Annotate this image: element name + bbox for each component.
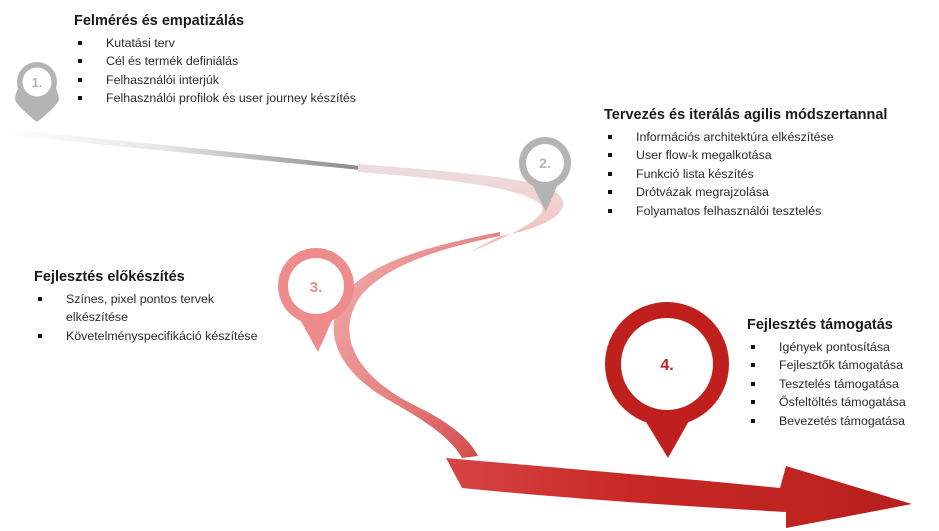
pin-3: 3. bbox=[278, 248, 354, 352]
stage-1-list: Kutatási terv Cél és termék definiálás F… bbox=[74, 34, 374, 108]
stage-2-item: Drótvázak megrajzolása bbox=[604, 183, 934, 201]
stage-2-item: Folyamatos felhasználói tesztelés bbox=[604, 202, 934, 220]
pin-3-number: 3. bbox=[310, 279, 323, 296]
road-segment-4 bbox=[446, 458, 912, 528]
stage-2-item: User flow-k megalkotása bbox=[604, 146, 934, 164]
stage-2-list: Információs architektúra elkészítése Use… bbox=[604, 128, 934, 220]
pin-2-number: 2. bbox=[539, 155, 551, 171]
stage-1-item: Felhasználói interjúk bbox=[74, 71, 374, 89]
stage-4-item: Igények pontosítása bbox=[747, 338, 937, 356]
stage-3-list: Színes, pixel pontos tervek elkészítése … bbox=[34, 290, 274, 345]
stage-3-title: Fejlesztés előkészítés bbox=[34, 269, 185, 285]
pin-1-number: 1. bbox=[32, 75, 43, 90]
stage-2-item: Információs architektúra elkészítése bbox=[604, 128, 934, 146]
stage-4-item: Tesztelés támogatása bbox=[747, 375, 937, 393]
stage-2-text: Tervezés és iterálás agilis módszertanna… bbox=[604, 106, 934, 220]
stage-4-title: Fejlesztés támogatás bbox=[747, 317, 893, 333]
pin-4-tip bbox=[640, 412, 694, 458]
pin-4-number: 4. bbox=[660, 357, 673, 374]
stage-1-title: Felmérés és empatizálás bbox=[74, 13, 245, 29]
pin-2-tip bbox=[532, 184, 558, 212]
road-segment-3 bbox=[333, 232, 500, 458]
stage-2-item: Funkció lista készítés bbox=[604, 165, 934, 183]
stage-3-item: Színes, pixel pontos tervek elkészítése bbox=[34, 290, 274, 327]
road-segment-2 bbox=[358, 164, 564, 252]
stage-4-text: Fejlesztés támogatás Igények pontosítása… bbox=[747, 316, 937, 430]
stage-2-title: Tervezés és iterálás agilis módszertanna… bbox=[604, 107, 888, 123]
stage-3-text: Fejlesztés előkészítés Színes, pixel pon… bbox=[34, 268, 274, 345]
stage-1-text: Felmérés és empatizálás Kutatási terv Cé… bbox=[74, 12, 374, 108]
stage-4-item: Ősfeltöltés támogatása bbox=[747, 393, 937, 411]
stage-1-item: Kutatási terv bbox=[74, 34, 374, 52]
stage-1-item: Cél és termék definiálás bbox=[74, 52, 374, 70]
stage-3-item: Követelményspecifikáció készítése bbox=[34, 327, 274, 345]
pin-1-tip bbox=[32, 108, 42, 122]
pin-2: 2. bbox=[519, 137, 571, 212]
pin-3-tip bbox=[298, 316, 334, 352]
stage-4-list: Igények pontosítása Fejlesztők támogatás… bbox=[747, 338, 937, 430]
pin-1: 1. bbox=[15, 62, 59, 122]
stage-4-item: Bevezetés támogatása bbox=[747, 412, 937, 430]
road-segment-1 bbox=[0, 128, 360, 170]
stage-1-item: Felhasználói profilok és user journey ké… bbox=[74, 89, 374, 107]
pin-4: 4. bbox=[605, 302, 729, 458]
stage-4-item: Fejlesztők támogatása bbox=[747, 356, 937, 374]
